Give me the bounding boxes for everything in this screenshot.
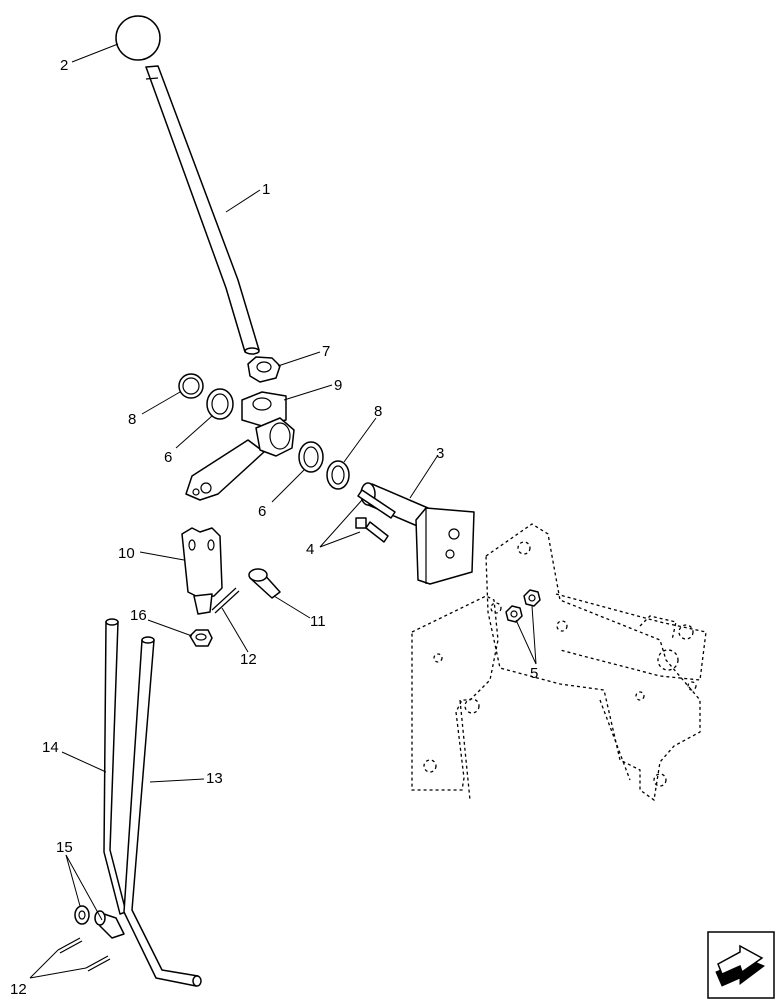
- callout-12-upper: 12: [240, 651, 257, 668]
- part-bolts: [355, 489, 396, 543]
- part-rod-14: [103, 618, 127, 915]
- navigation-arrow-icon[interactable]: [707, 931, 775, 999]
- part-circlip-left: [178, 373, 204, 399]
- part-clevis-pin: [248, 568, 281, 599]
- callout-8-right: 8: [374, 403, 382, 420]
- callout-14: 14: [42, 739, 59, 756]
- part-circlip-right: [326, 460, 350, 490]
- callout-13: 13: [206, 770, 223, 787]
- callout-10: 10: [118, 545, 135, 562]
- part-knob: [115, 15, 161, 61]
- callout-16: 16: [130, 607, 147, 624]
- callout-12-lower: 12: [10, 981, 27, 998]
- callout-7: 7: [322, 343, 330, 360]
- callout-3: 3: [436, 445, 444, 462]
- part-washer-left: [206, 388, 234, 420]
- callout-9: 9: [334, 377, 342, 394]
- part-shaft-bracket: [360, 482, 475, 585]
- callout-6-right: 6: [258, 503, 266, 520]
- callout-4: 4: [306, 541, 314, 558]
- part-cotter-pins-lower: [57, 937, 111, 972]
- part-rod-13: [123, 636, 202, 987]
- phantom-frame: [411, 523, 707, 802]
- callout-5: 5: [530, 665, 538, 682]
- callout-8-left: 8: [128, 411, 136, 428]
- callout-labels: 2 1 7 9 8 6 8 6 3 4 10 11 16 12 5 14 13 …: [10, 57, 538, 998]
- part-nut-7: [247, 356, 281, 383]
- part-shift-lever: [145, 65, 260, 355]
- callout-11: 11: [310, 613, 326, 630]
- callout-1: 1: [262, 181, 270, 198]
- callout-6-left: 6: [164, 449, 172, 466]
- part-washer-right: [298, 441, 324, 473]
- part-clevis: [181, 527, 223, 615]
- part-nut-16: [189, 629, 213, 647]
- part-nuts-5: [505, 589, 541, 623]
- part-cotter-pin-upper: [211, 587, 240, 614]
- leader-lines: [29, 43, 537, 979]
- callout-2: 2: [60, 57, 68, 74]
- callout-15: 15: [56, 839, 73, 856]
- part-washers-15: [74, 905, 125, 939]
- part-pivot-arm: [185, 391, 295, 501]
